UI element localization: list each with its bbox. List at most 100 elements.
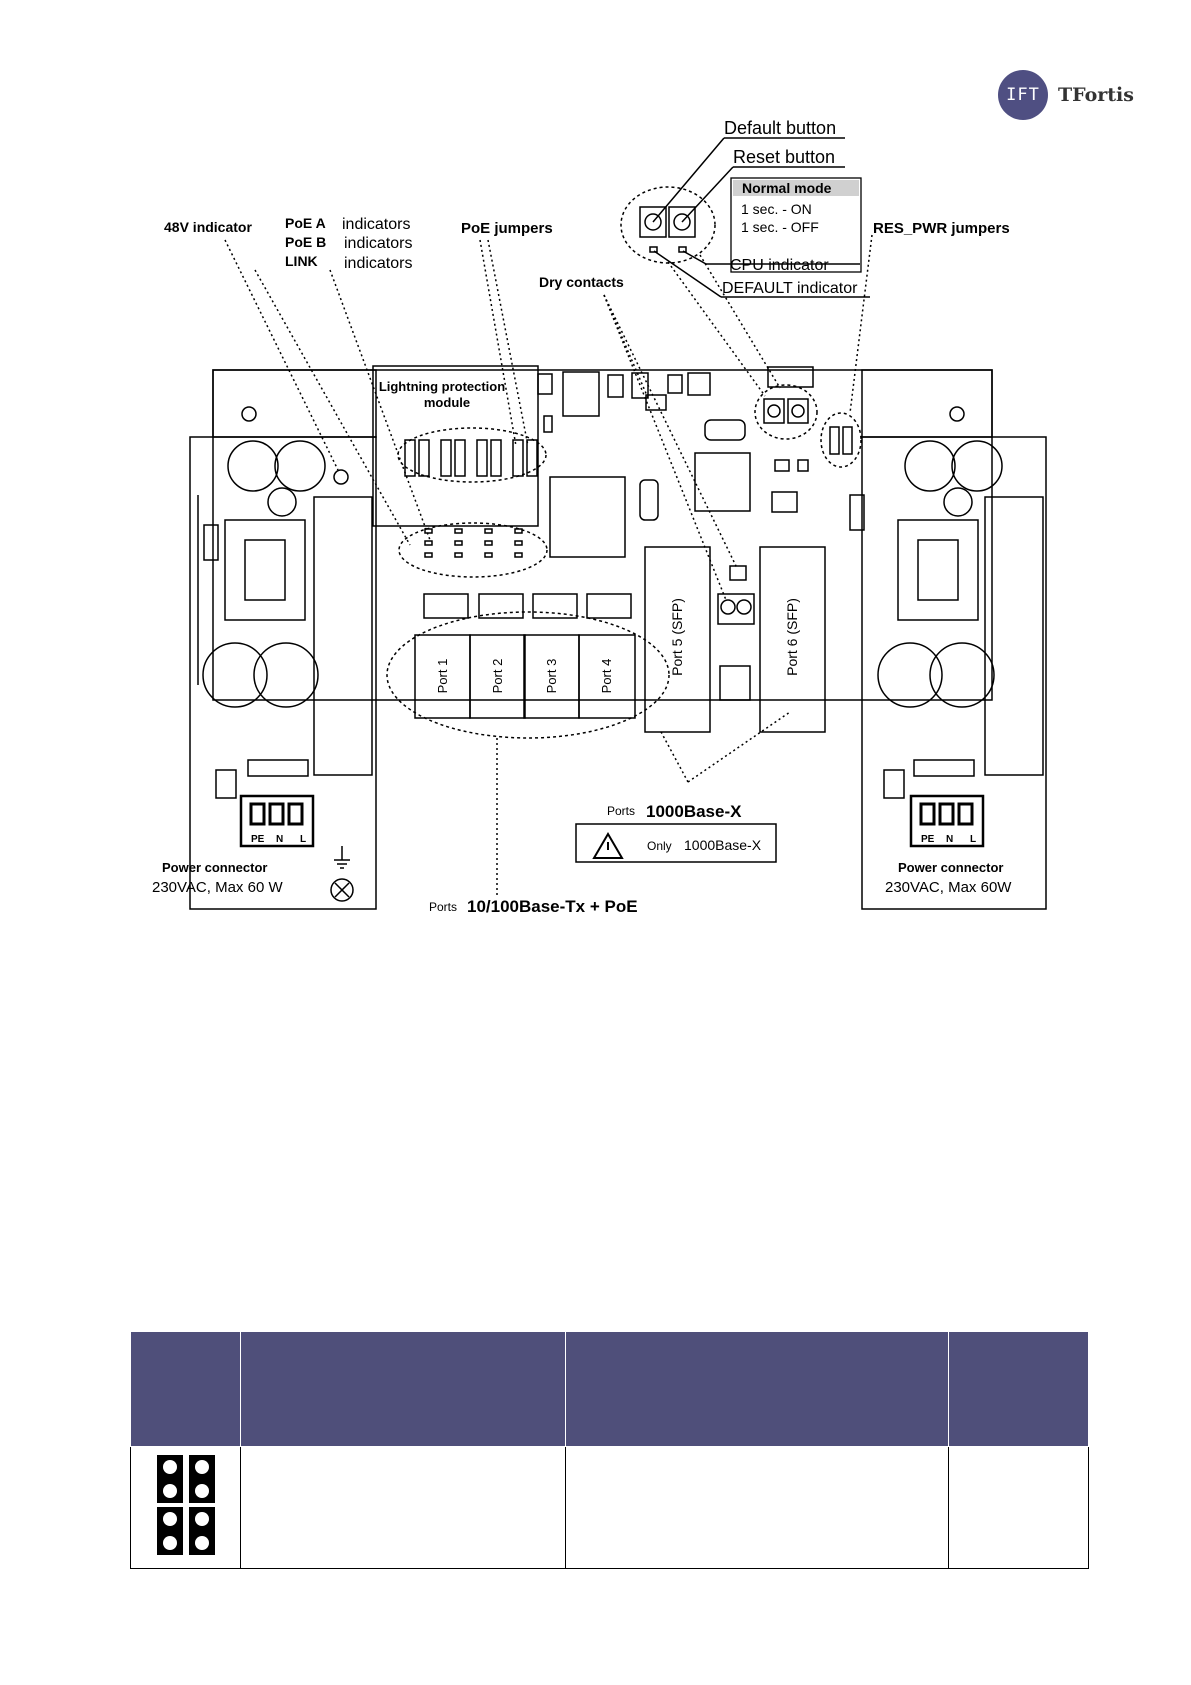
jumper-table-header-1 bbox=[130, 1331, 241, 1447]
label-res-pwr-jumpers: RES_PWR jumpers bbox=[873, 220, 1010, 237]
dash-poe-ind bbox=[254, 269, 411, 546]
poe-jumper-6 bbox=[490, 439, 502, 477]
lightning-module bbox=[372, 365, 539, 527]
callout-led-2 bbox=[678, 246, 687, 253]
board-button-reset-knob bbox=[791, 404, 805, 418]
label-n-right: N bbox=[946, 834, 953, 845]
callout-buttons-highlight bbox=[620, 186, 716, 264]
port-4-box bbox=[578, 634, 636, 719]
label-port-4: Port 4 bbox=[599, 659, 614, 694]
dash-poe-jumpers-2 bbox=[487, 239, 529, 447]
label-ports-x: Ports bbox=[607, 804, 635, 818]
label-port-1: Port 1 bbox=[435, 659, 450, 694]
table-row bbox=[130, 1446, 1089, 1569]
line-reset-button bbox=[681, 166, 734, 223]
line-cpu-indicator bbox=[682, 250, 707, 265]
poe-jumper-7 bbox=[512, 439, 524, 477]
label-link: LINK bbox=[285, 253, 318, 269]
led-9 bbox=[424, 552, 433, 558]
board-button-default-knob bbox=[767, 404, 781, 418]
label-poe-a: PoE A bbox=[285, 215, 326, 231]
led-5 bbox=[424, 540, 433, 546]
transformer-1 bbox=[423, 593, 469, 619]
jumper-pin-3 bbox=[162, 1484, 177, 1498]
poe-jumper-4 bbox=[454, 439, 466, 477]
ground-screw-x2 bbox=[334, 882, 350, 898]
port-5-box bbox=[644, 546, 711, 733]
label-pe-right: PE bbox=[921, 834, 935, 845]
callout-led-1 bbox=[649, 246, 658, 253]
left-psu-top bbox=[212, 369, 377, 438]
jumper-pin-6 bbox=[194, 1512, 209, 1526]
led-3 bbox=[484, 528, 493, 534]
dash-poe-jumpers bbox=[479, 239, 517, 447]
dry-contact-1 bbox=[720, 599, 736, 615]
label-sec-off: 1 sec. - OFF bbox=[741, 219, 819, 235]
label-default-button: Default button bbox=[724, 118, 836, 138]
port-2-box bbox=[469, 634, 526, 719]
power-pin-right-3 bbox=[957, 802, 974, 826]
label-l-left: L bbox=[300, 834, 306, 845]
left-transformer-inner bbox=[244, 539, 286, 601]
led-7 bbox=[484, 540, 493, 546]
jumper-diagram-cell bbox=[130, 1446, 241, 1569]
jumper-table-cell-4 bbox=[948, 1446, 1089, 1569]
poe-jumper-2 bbox=[418, 439, 430, 477]
dash-poe-ind-2 bbox=[329, 269, 431, 541]
jumper-table-header-2 bbox=[240, 1331, 566, 1447]
board-diagram: Default button Reset button Normal mode … bbox=[152, 118, 1047, 916]
normal-mode-box bbox=[730, 177, 862, 273]
poe-jumper-8 bbox=[526, 439, 538, 477]
normal-mode-header bbox=[733, 180, 859, 196]
dash-dry-3 bbox=[603, 294, 649, 399]
board-chip-bottom bbox=[719, 665, 751, 701]
label-lightning-2: module bbox=[424, 395, 470, 410]
led-6 bbox=[454, 540, 463, 546]
jumper-pin-8 bbox=[194, 1536, 209, 1550]
chip-top-5 bbox=[667, 374, 683, 394]
dry-contact-chip bbox=[729, 565, 747, 581]
dash-48v bbox=[224, 239, 339, 471]
brand-name: TFortis bbox=[1058, 84, 1134, 106]
callout-button-reset-knob bbox=[673, 213, 691, 231]
poe-jumper-5 bbox=[476, 439, 488, 477]
led-4 bbox=[514, 528, 523, 534]
transformer-2 bbox=[478, 593, 524, 619]
jumper-pin-5 bbox=[162, 1512, 177, 1526]
right-psu bbox=[861, 436, 1047, 910]
dash-buttons-2 bbox=[699, 254, 781, 389]
power-pin-left-2 bbox=[268, 802, 285, 826]
crystal-1 bbox=[704, 419, 746, 441]
jumper-pin-2 bbox=[194, 1460, 209, 1474]
label-power-connector-right: Power connector bbox=[898, 860, 1003, 875]
jumper-table-header-3 bbox=[565, 1331, 949, 1447]
callout-button-reset bbox=[668, 206, 696, 238]
label-port-5: Port 5 (SFP) bbox=[669, 598, 685, 676]
label-dry-contacts: Dry contacts bbox=[539, 274, 624, 290]
poe-jumpers-highlight bbox=[397, 427, 547, 483]
chip-top-3 bbox=[607, 374, 624, 398]
line-default-indicator bbox=[653, 250, 722, 298]
led-2 bbox=[454, 528, 463, 534]
poe-indicators-highlight bbox=[398, 522, 548, 578]
label-1000base-x: 1000Base-X bbox=[646, 802, 742, 821]
right-psu-part bbox=[849, 494, 865, 531]
brand: IFT TFortis bbox=[998, 70, 1148, 120]
label-default-indicator: DEFAULT indicator bbox=[722, 280, 858, 297]
label-cpu-indicator: CPU indicator bbox=[730, 257, 829, 274]
keyhole-left bbox=[241, 406, 257, 422]
warning-icon bbox=[592, 832, 624, 859]
led-11 bbox=[484, 552, 493, 558]
label-indicators-1: indicators bbox=[342, 216, 410, 233]
chip-top-1 bbox=[537, 373, 553, 395]
label-sec-on: 1 sec. - ON bbox=[741, 201, 812, 217]
jumper-pin-7 bbox=[162, 1536, 177, 1550]
res-pwr-jumper-1 bbox=[829, 426, 840, 455]
chip-top-6 bbox=[687, 372, 711, 396]
power-connector-right bbox=[909, 794, 985, 848]
led-12 bbox=[514, 552, 523, 558]
label-48v-indicator: 48V indicator bbox=[164, 219, 252, 235]
left-psu-cap-1 bbox=[227, 440, 279, 492]
poe-jumper-3 bbox=[440, 439, 452, 477]
label-ports-tx: Ports bbox=[429, 900, 457, 914]
